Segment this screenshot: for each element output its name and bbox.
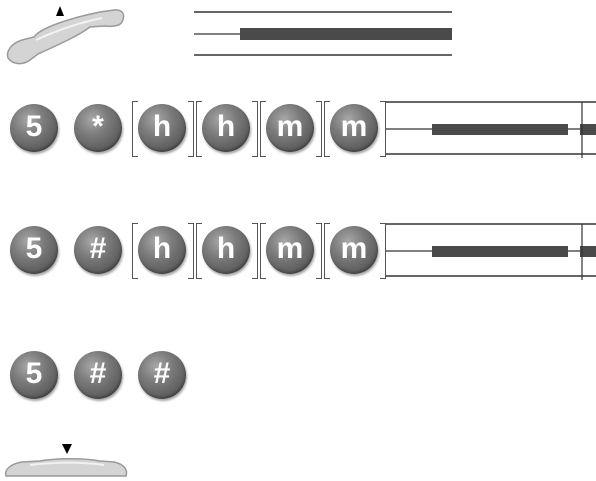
bracket-right — [188, 101, 194, 157]
bracket-right — [252, 223, 258, 279]
key-5-label: 5 — [25, 232, 43, 265]
key-m[interactable]: m — [330, 104, 378, 152]
key-m[interactable]: m — [330, 226, 378, 274]
bracket-left — [132, 101, 138, 157]
key-h[interactable]: h — [202, 104, 250, 152]
handset-hangup-icon — [4, 444, 128, 477]
step-row-activate: 5 * h h m m — [0, 98, 596, 168]
key-5[interactable]: 5 — [10, 351, 58, 399]
bracket-right — [380, 101, 386, 157]
handset-lift-icon — [6, 6, 125, 65]
key-h-label: h — [152, 232, 172, 265]
bracket-right — [380, 223, 386, 279]
key-star-label: * — [92, 110, 104, 143]
key-m[interactable]: m — [266, 226, 314, 274]
bracket-left — [196, 223, 202, 279]
key-h-label: h — [152, 110, 172, 143]
bracket-right — [316, 101, 322, 157]
dial-tone-signal — [194, 11, 452, 56]
key-star[interactable]: * — [74, 104, 122, 152]
step-row-deactivate: 5 # h h m m — [0, 220, 596, 290]
bracket-left — [260, 101, 266, 157]
key-m-label: m — [340, 232, 368, 265]
confirmation-tone-signal — [386, 223, 596, 280]
key-hash[interactable]: # — [138, 351, 186, 399]
key-hash[interactable]: # — [74, 226, 122, 274]
key-m[interactable]: m — [266, 104, 314, 152]
confirmation-tone-signal — [386, 101, 596, 158]
key-h[interactable]: h — [138, 226, 186, 274]
bracket-right — [188, 223, 194, 279]
bracket-left — [324, 223, 330, 279]
key-h-label: h — [216, 110, 236, 143]
key-h[interactable]: h — [202, 226, 250, 274]
bracket-left — [196, 101, 202, 157]
key-h-label: h — [216, 232, 236, 265]
step-row-query: 5 # # — [0, 345, 596, 415]
bracket-right — [316, 223, 322, 279]
key-hash-label: # — [89, 357, 107, 390]
key-h[interactable]: h — [138, 104, 186, 152]
key-m-label: m — [276, 232, 304, 265]
key-5[interactable]: 5 — [10, 226, 58, 274]
key-hash-label: # — [89, 232, 107, 265]
bracket-left — [260, 223, 266, 279]
key-5[interactable]: 5 — [10, 104, 58, 152]
key-hash[interactable]: # — [74, 351, 122, 399]
bracket-left — [324, 101, 330, 157]
bracket-right — [252, 101, 258, 157]
key-m-label: m — [276, 110, 304, 143]
bracket-left — [132, 223, 138, 279]
key-hash-label: # — [153, 357, 171, 390]
key-m-label: m — [340, 110, 368, 143]
key-5-label: 5 — [25, 357, 43, 390]
key-5-label: 5 — [25, 110, 43, 143]
